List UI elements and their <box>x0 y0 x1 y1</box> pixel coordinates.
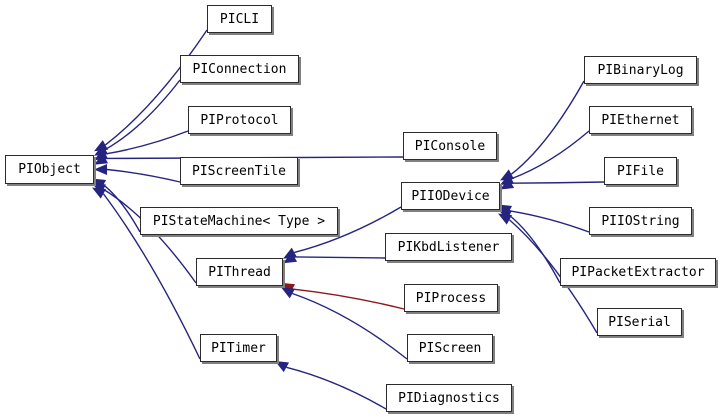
class-node-label: PICLI <box>219 11 260 27</box>
class-node-label: PIPacketExtractor <box>571 264 705 280</box>
class-node-piethernet[interactable]: PIEthernet <box>589 106 692 134</box>
class-node-label: PIIODevice <box>411 188 490 204</box>
arrowhead-pifile-to-piiodevice <box>500 178 515 190</box>
class-node-label: PIThread <box>208 264 271 280</box>
class-node-piserial[interactable]: PISerial <box>597 308 682 336</box>
class-node-piconsole[interactable]: PIConsole <box>403 132 497 160</box>
class-node-label: PIKbdListener <box>397 239 500 255</box>
edge-piiostring-to-piiodevice <box>509 210 590 233</box>
class-node-piprotocol[interactable]: PIProtocol <box>188 106 291 134</box>
class-node-pithread[interactable]: PIThread <box>196 258 283 286</box>
class-node-piconnection[interactable]: PIConnection <box>180 55 299 83</box>
class-node-piprocess[interactable]: PIProcess <box>404 284 498 312</box>
class-node-label: PIIOString <box>601 213 680 229</box>
arrowhead-pikbdlistener-to-pithread <box>283 252 298 264</box>
arrowhead-pitimer-to-piobject <box>92 187 107 199</box>
class-node-label: PIObject <box>18 162 81 177</box>
arrowhead-pidiagnostics-to-pitimer <box>275 361 290 373</box>
class-node-label: PIProtocol <box>200 112 279 128</box>
class-node-label: PIConsole <box>414 138 486 154</box>
class-node-pistatemachine[interactable]: PIStateMachine< Type > <box>140 207 338 235</box>
class-node-piscreen[interactable]: PIScreen <box>407 334 493 362</box>
class-node-picli[interactable]: PICLI <box>207 5 272 33</box>
class-node-label: PIScreen <box>418 340 482 356</box>
class-node-pitimer[interactable]: PITimer <box>200 334 277 362</box>
edge-piserial-to-piiodevice <box>508 219 598 334</box>
edge-pidiagnostics-to-pitimer <box>286 366 387 410</box>
arrowhead-piscreentile-to-piobject <box>94 164 107 175</box>
class-node-pidiagnostics[interactable]: PIDiagnostics <box>386 384 512 412</box>
edge-piprocess-to-pithread <box>292 288 405 310</box>
class-node-label: PIScreenTile <box>192 163 286 179</box>
edge-picli-to-piobject <box>104 29 208 146</box>
edge-pipacketextractor-to-piiodevice <box>508 214 561 284</box>
edge-piiodevice-to-pithread <box>294 206 402 254</box>
class-node-label: PIFile <box>617 163 664 179</box>
edge-piscreentile-to-piobject <box>106 168 181 183</box>
class-node-label: PIBinaryLog <box>597 62 684 78</box>
edge-piprotocol-to-piobject <box>105 130 189 155</box>
class-node-piiodevice[interactable]: PIIODevice <box>401 182 500 210</box>
class-node-piscreentile[interactable]: PIScreenTile <box>180 157 298 185</box>
edge-piscreen-to-pithread <box>292 292 408 360</box>
class-node-label: PIProcess <box>415 290 487 306</box>
class-node-piiostring[interactable]: PIIOString <box>589 207 692 235</box>
edge-pitimer-to-piobject <box>102 193 201 360</box>
class-node-label: PIDiagnostics <box>398 390 500 406</box>
class-node-pibinarylog[interactable]: PIBinaryLog <box>584 56 697 84</box>
class-node-pipacketextractor[interactable]: PIPacketExtractor <box>560 258 716 286</box>
edge-piethernet-to-piiodevice <box>511 130 590 180</box>
edge-pikbdlistener-to-pithread <box>294 256 386 259</box>
arrowhead-piserial-to-piiodevice <box>498 213 513 225</box>
class-node-label: PISerial <box>608 314 671 330</box>
class-node-label: PIConnection <box>192 61 287 77</box>
arrowhead-piscreen-to-pithread <box>281 287 296 299</box>
arrowhead-piconsole-to-piobject <box>94 153 109 165</box>
class-node-label: PIEthernet <box>601 112 680 128</box>
edge-piconnection-to-piobject <box>105 79 181 151</box>
class-node-piobject[interactable]: PIObject <box>5 155 94 184</box>
class-node-label: PIStateMachine< Type > <box>152 213 326 229</box>
class-node-label: PITimer <box>211 340 266 356</box>
edge-pibinarylog-to-piiodevice <box>510 80 585 175</box>
edge-pifile-to-piiodevice <box>511 181 605 184</box>
edge-pistatemachine-to-piobject <box>102 184 141 233</box>
class-node-pikbdlistener[interactable]: PIKbdListener <box>385 233 512 261</box>
edge-pithread-to-piobject <box>103 188 197 284</box>
class-node-pifile[interactable]: PIFile <box>604 157 677 185</box>
